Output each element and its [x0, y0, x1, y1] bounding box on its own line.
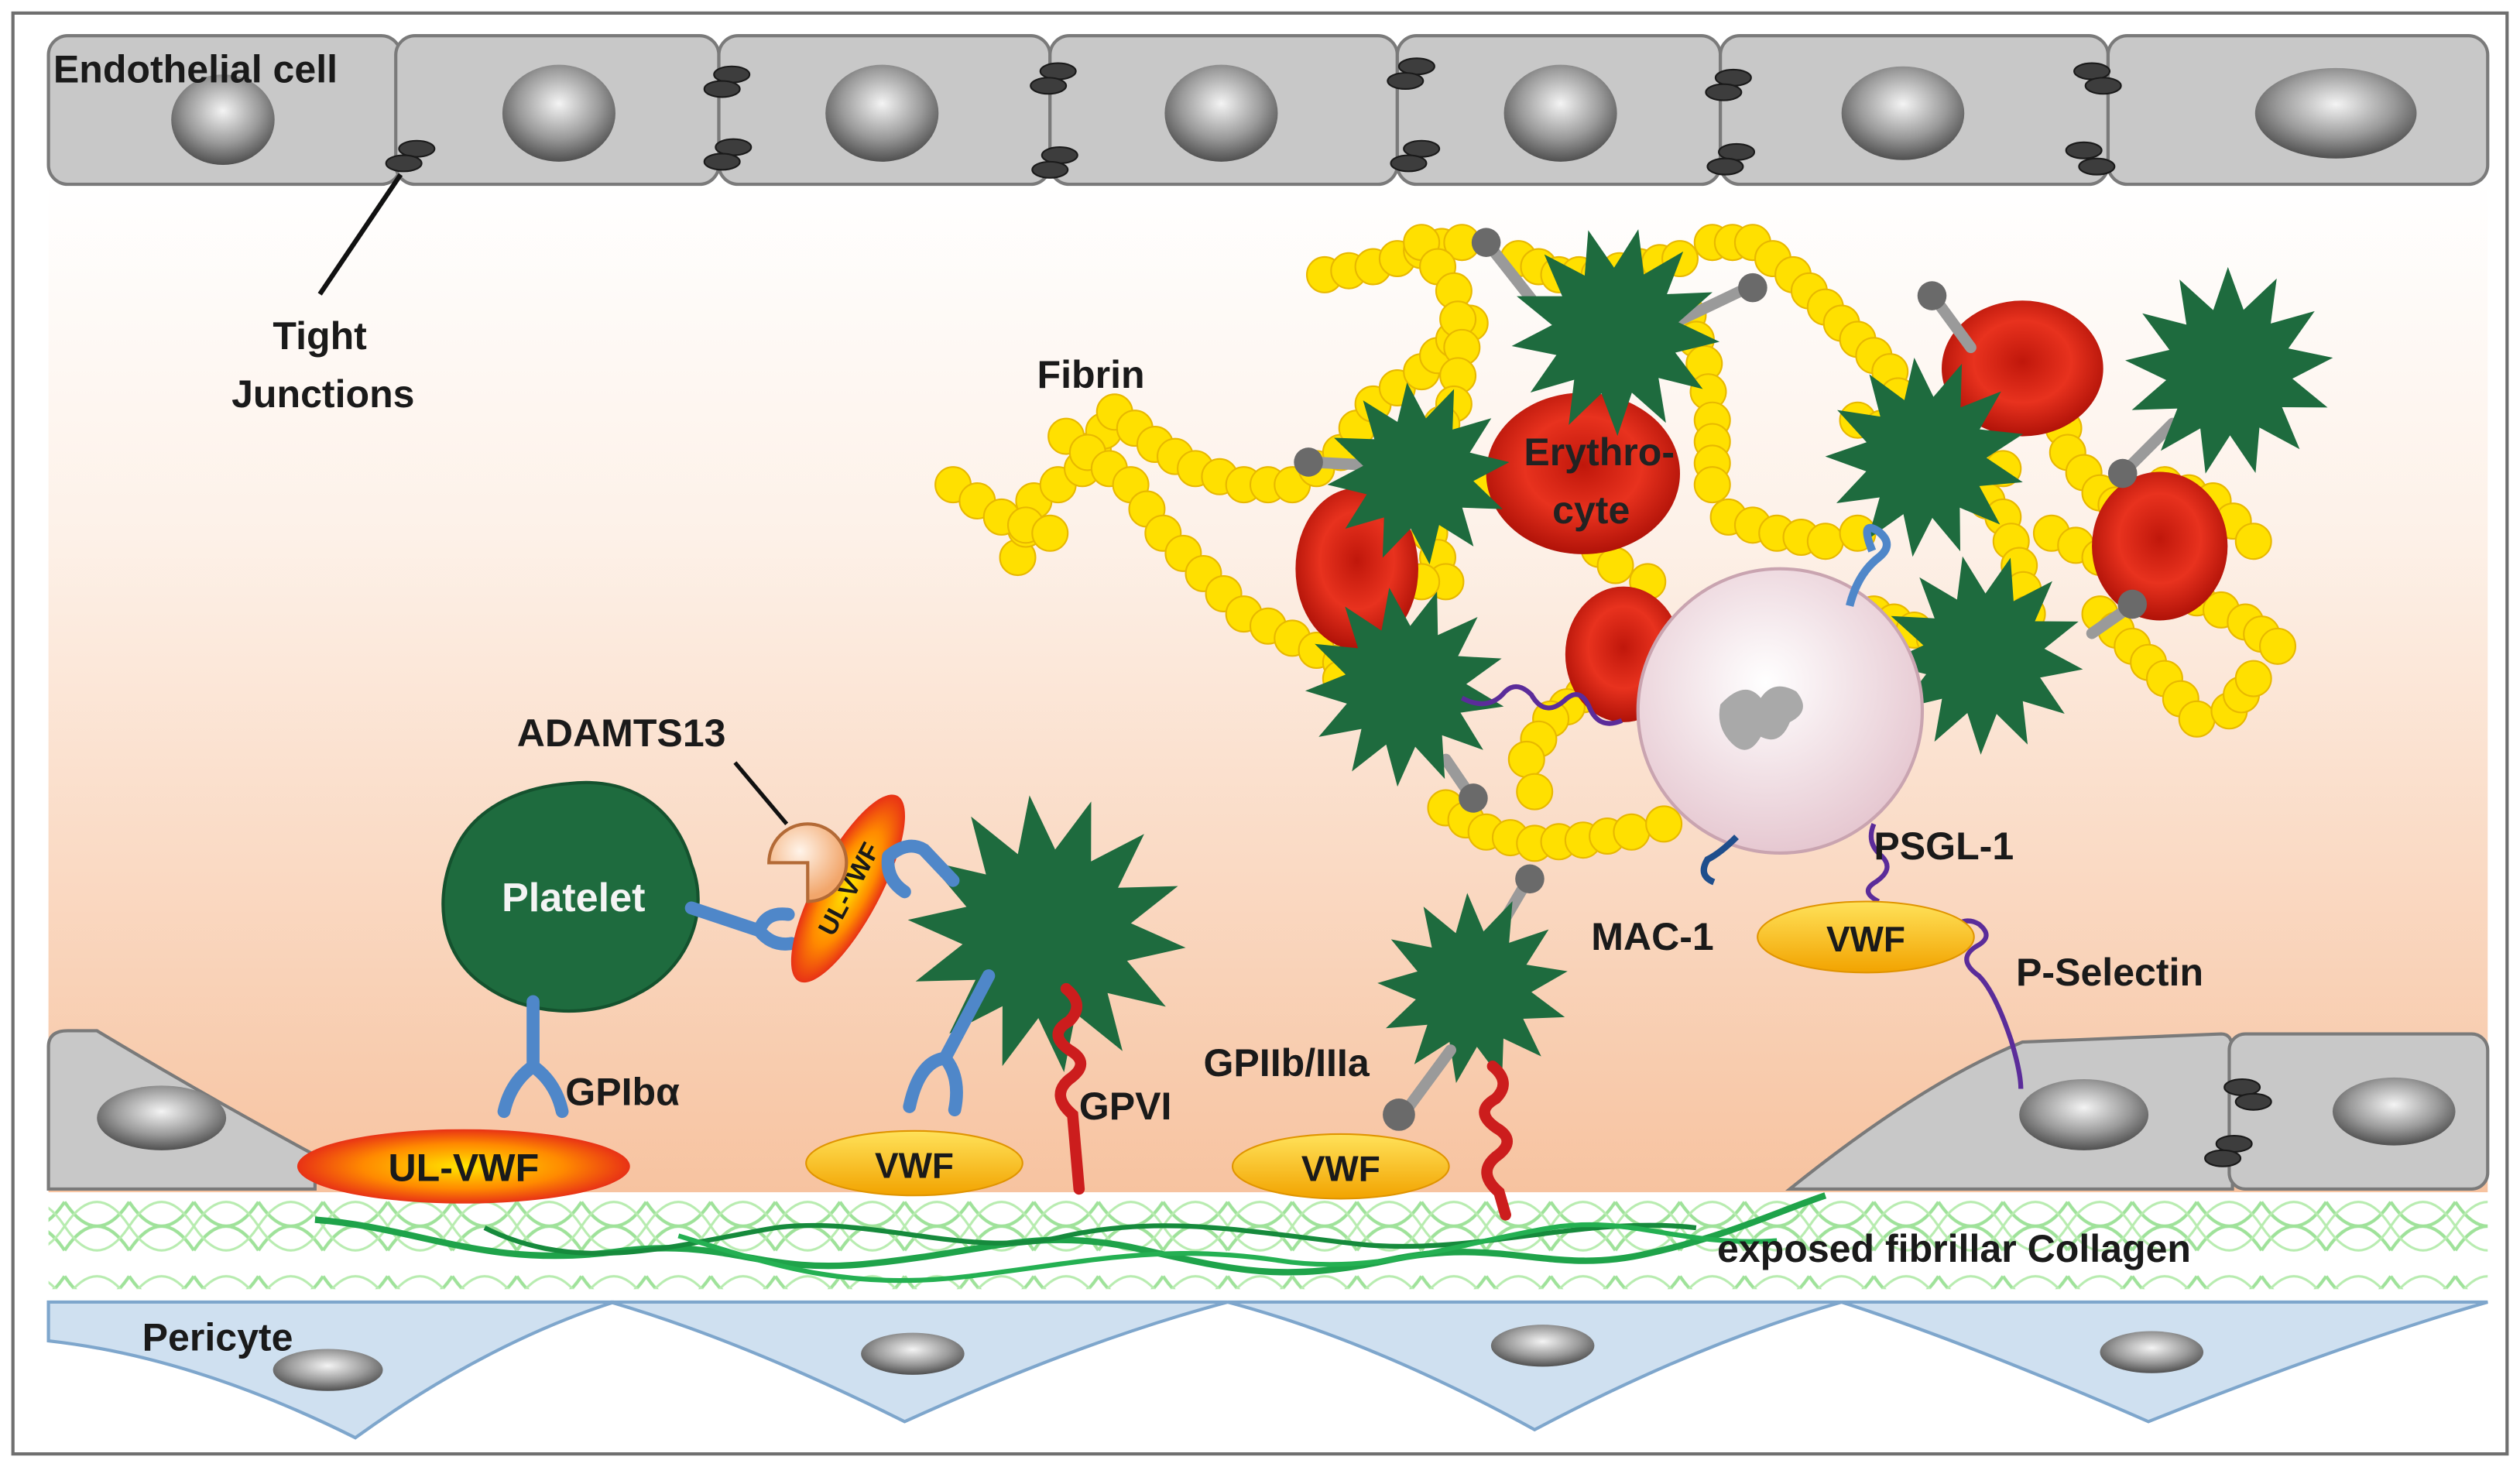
gpiib-receptor-heads — [1294, 228, 2148, 894]
label-mac1: MAC-1 — [1591, 915, 1714, 958]
diagram-border — [11, 11, 2509, 1456]
cell-nucleus — [1164, 64, 1278, 162]
psgl1-tether — [1865, 823, 1890, 904]
label-fibrin: Fibrin — [1037, 353, 1145, 396]
label-gpib: GPIbα — [565, 1070, 680, 1113]
label-vwf-2: VWF — [1301, 1148, 1380, 1188]
fibrin-bead — [1516, 773, 1554, 811]
label-vwf-3: VWF — [1826, 919, 1905, 959]
label-erythrocyte-1: Erythro- — [1524, 430, 1675, 474]
fibrin-bead — [1806, 523, 1844, 560]
top-endothelium — [46, 34, 2490, 187]
label-gpvi: GPVI — [1079, 1085, 1172, 1128]
cell-nucleus — [171, 74, 275, 166]
gpiib-receptor — [1399, 1044, 1457, 1118]
pselectin-tether — [1944, 918, 2024, 1089]
vwf — [805, 1129, 1023, 1197]
pericyte-nucleus — [861, 1332, 965, 1375]
label-collagen: exposed fibrillar Collagen — [1717, 1227, 2191, 1270]
gpvi-receptor — [1479, 1061, 1513, 1221]
ul-vwf — [297, 1129, 630, 1204]
fibrin-bead — [1596, 547, 1634, 584]
activated-platelet — [1305, 588, 1504, 787]
cell-nucleus — [1841, 66, 1965, 160]
collagen-fiber — [677, 1222, 1778, 1284]
activated-platelet — [1327, 382, 1510, 565]
cell-nucleus — [502, 64, 615, 162]
vwf — [1757, 900, 1975, 974]
activated-platelet — [1377, 893, 1568, 1084]
fibrin-bead — [1613, 813, 1651, 851]
cell-nucleus — [2019, 1079, 2149, 1150]
tight-junctions — [385, 57, 2122, 179]
fibrin-bead — [2234, 660, 2272, 698]
label-gpiib: GPIIb/IIIa — [1203, 1041, 1370, 1085]
psgl1-tether — [1460, 684, 1623, 726]
erythrocyte-main — [1486, 392, 1680, 554]
platelet-resting — [441, 780, 700, 1013]
tight-junctions-pointer — [317, 173, 403, 296]
leukocyte-nucleus — [1719, 686, 1803, 750]
label-vwf-1: VWF — [875, 1145, 954, 1185]
label-tight: Tight — [273, 314, 367, 358]
label-endothelial-cell: Endothelial cell — [53, 48, 338, 91]
mac1-tether — [1700, 835, 1739, 886]
fibrin-bead — [1645, 805, 1683, 843]
gpvi-receptor — [1052, 982, 1087, 1195]
activated-platelet — [1511, 229, 1720, 437]
mac1-tether — [1846, 523, 1891, 607]
cell-nucleus — [1503, 64, 1617, 162]
label-junctions: Junctions — [231, 372, 414, 416]
pericyte-nucleus — [2100, 1331, 2204, 1373]
cell-nucleus — [825, 64, 939, 162]
gpib-receptor — [903, 969, 996, 1117]
fibrin-bead — [2178, 700, 2216, 738]
fibrin-bead — [2259, 627, 2297, 665]
pericyte-layer — [46, 1300, 2488, 1440]
fibrin-bead — [1031, 514, 1069, 552]
label-platelet: Platelet — [502, 876, 646, 920]
tight-junctions — [2204, 1078, 2272, 1167]
fibrin-bead — [1693, 466, 1731, 504]
activated-platelet — [2125, 266, 2333, 474]
cell-nucleus — [2332, 1077, 2456, 1146]
adamts13-pointer — [733, 761, 789, 826]
cell-nucleus — [2254, 67, 2417, 159]
vwf — [1231, 1133, 1450, 1200]
gpib-receptor — [881, 839, 960, 899]
pericyte-nucleus — [273, 1349, 383, 1391]
fibrin-bead — [2234, 523, 2272, 560]
label-pericyte: Pericyte — [142, 1316, 293, 1359]
activated-platelet — [1825, 357, 2024, 557]
fibrin-bead — [1507, 740, 1545, 778]
gpib-receptor — [684, 901, 798, 951]
label-erythrocyte-2: cyte — [1552, 488, 1630, 532]
label-ul-vwf: UL-VWF — [389, 1146, 540, 1189]
label-adamts13: ADAMTS13 — [517, 711, 726, 755]
cell-nucleus — [97, 1085, 227, 1150]
adamts13-enzyme — [767, 822, 849, 903]
activated-platelet — [1884, 556, 2083, 755]
label-psgl1: PSGL-1 — [1874, 824, 2014, 868]
label-pselectin: P-Selectin — [2016, 951, 2203, 994]
ul-vwf-small — [790, 794, 905, 983]
erythrocyte — [2092, 471, 2228, 621]
gpiib-receptor-head — [1383, 1099, 1415, 1131]
gpib-receptor — [497, 995, 569, 1119]
pericyte-nucleus — [1490, 1325, 1595, 1367]
